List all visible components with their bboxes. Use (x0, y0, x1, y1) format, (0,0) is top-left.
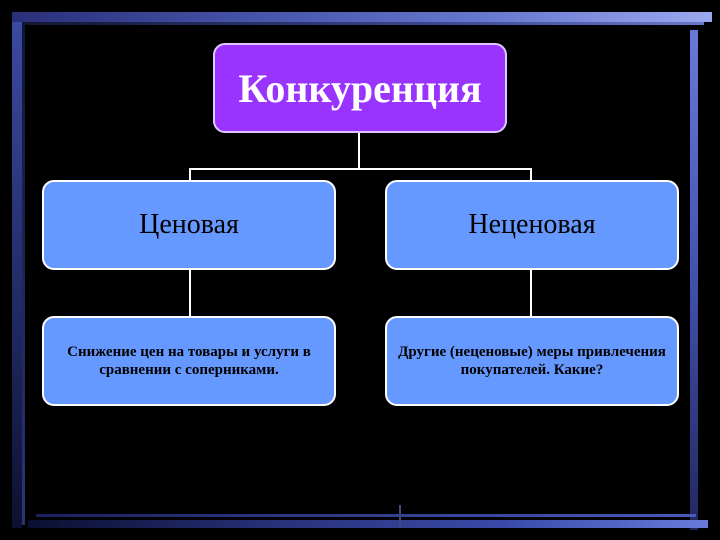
price-detail-node: Снижение цен на товары и услуги в сравне… (42, 316, 336, 406)
frame-top-inner-bar (14, 22, 704, 25)
nonprice-competition-node: Неценовая (385, 180, 679, 270)
nonprice-competition-label: Неценовая (468, 209, 596, 240)
frame-right-bar (690, 30, 698, 530)
connector-root-down (358, 133, 360, 169)
nonprice-detail-text: Другие (неценовые) меры привлечения поку… (398, 344, 666, 378)
frame-left-inner-bar (22, 25, 25, 525)
connector-to-price (189, 168, 191, 180)
frame-bottom-bar (28, 520, 708, 528)
frame-top-bar (12, 12, 712, 22)
connector-nonprice-detail (530, 270, 532, 316)
price-detail-text: Снижение цен на товары и услуги в сравне… (67, 344, 311, 378)
root-node-label: Конкуренция (238, 65, 482, 111)
nonprice-detail-node: Другие (неценовые) меры привлечения поку… (385, 316, 679, 406)
connector-to-nonprice (530, 168, 532, 180)
connector-price-detail (189, 270, 191, 316)
frame-bottom-tick (399, 505, 401, 527)
frame-bottom-inner-bar (36, 514, 696, 517)
root-node: Конкуренция (213, 43, 507, 133)
price-competition-label: Ценовая (139, 209, 239, 240)
frame-left-bar (12, 22, 22, 528)
connector-horizontal (189, 168, 531, 170)
price-competition-node: Ценовая (42, 180, 336, 270)
